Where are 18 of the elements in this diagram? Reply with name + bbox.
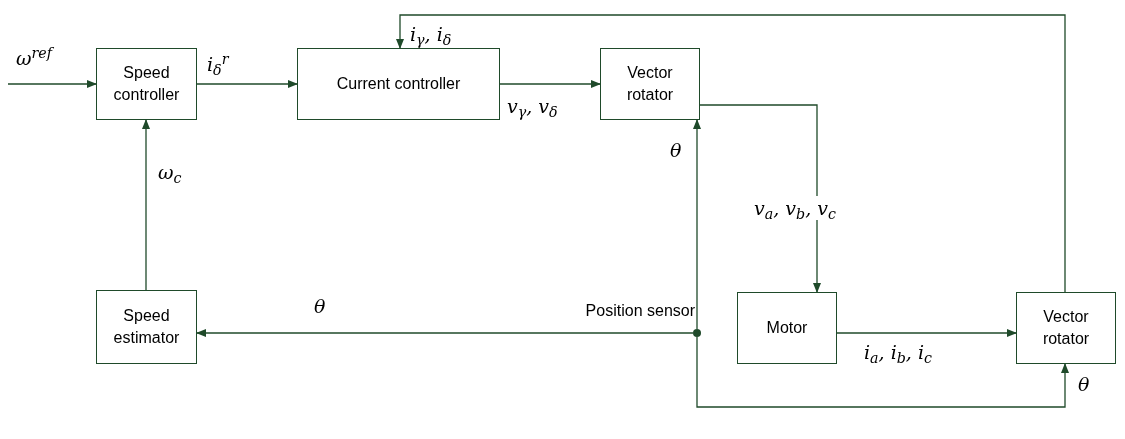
edge-label: v$_{a}$, v$_{b}$, v$_{c}$	[752, 196, 838, 220]
block-box: Vector rotator	[1016, 292, 1116, 364]
arrow	[142, 119, 150, 291]
arrow	[396, 14, 1066, 293]
node-caption: Position sensor	[585, 301, 695, 321]
arrow	[499, 80, 601, 88]
arrow	[196, 80, 298, 88]
arrow	[696, 336, 1069, 408]
arrow	[699, 104, 821, 293]
block-box: Motor	[737, 292, 837, 364]
block-box: Speed estimator	[96, 290, 197, 364]
block-box: Current controller	[297, 48, 500, 120]
arrow	[196, 329, 694, 337]
arrow	[836, 329, 1017, 337]
arrow	[7, 80, 97, 88]
block-box: Vector rotator	[600, 48, 700, 120]
block-box: Speed controller	[96, 48, 197, 120]
arrow	[693, 119, 701, 330]
